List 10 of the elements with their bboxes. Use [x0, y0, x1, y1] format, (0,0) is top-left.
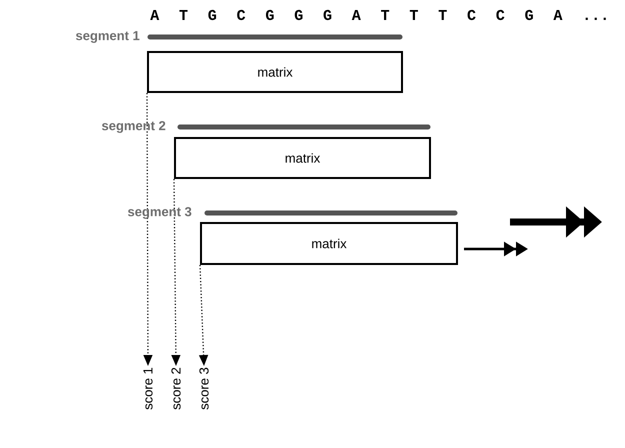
matrix-box: matrix [200, 222, 458, 265]
sequence-text: A T G C G G G A T T T C C G A ... [150, 10, 606, 20]
score-label: score 1 [143, 368, 153, 410]
score-label: score 2 [171, 368, 181, 410]
matrix-box: matrix [174, 137, 431, 179]
segment-label: segment 2 [102, 121, 166, 133]
score-label: score 3 [199, 368, 209, 410]
matrix-box: matrix [147, 51, 403, 93]
segment-label: segment 3 [128, 207, 192, 219]
segment-label: segment 1 [76, 31, 140, 43]
